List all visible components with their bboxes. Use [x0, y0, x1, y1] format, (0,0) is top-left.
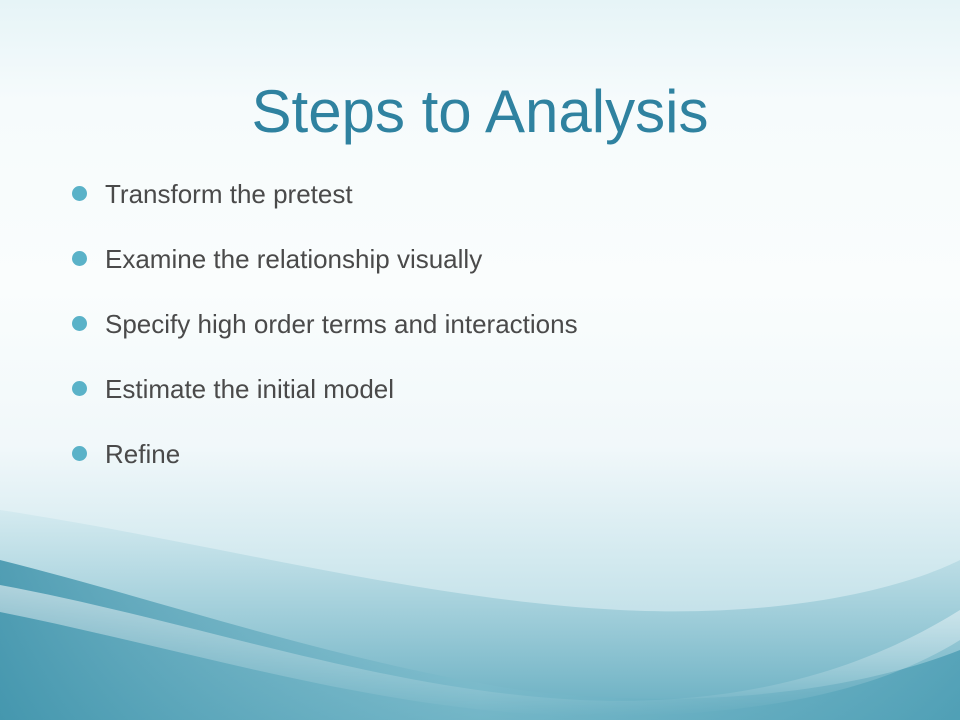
bullet-text: Estimate the initial model: [105, 374, 395, 404]
bullet-text: Examine the relationship visually: [105, 244, 483, 274]
bullet-item: Specify high order terms and interaction…: [70, 302, 578, 367]
bullet-item: Transform the pretest: [70, 172, 578, 237]
bullet-item: Refine: [70, 432, 578, 497]
bullet-dot-icon: [72, 316, 87, 331]
wave-band-front: [0, 560, 960, 720]
slide-title: Steps to Analysis: [251, 78, 709, 145]
bullet-text: Specify high order terms and interaction…: [105, 309, 578, 339]
bullet-item: Estimate the initial model: [70, 367, 578, 432]
bullet-dot-icon: [72, 381, 87, 396]
bullet-dot-icon: [72, 446, 87, 461]
bullet-text: Refine: [105, 439, 181, 469]
bullet-text: Transform the pretest: [105, 179, 353, 209]
bullet-list: Transform the pretest Examine the relati…: [70, 172, 578, 497]
wave-highlight: [0, 585, 960, 717]
bullet-dot-icon: [72, 251, 87, 266]
bullet-item: Examine the relationship visually: [70, 237, 578, 302]
bullet-dot-icon: [72, 186, 87, 201]
